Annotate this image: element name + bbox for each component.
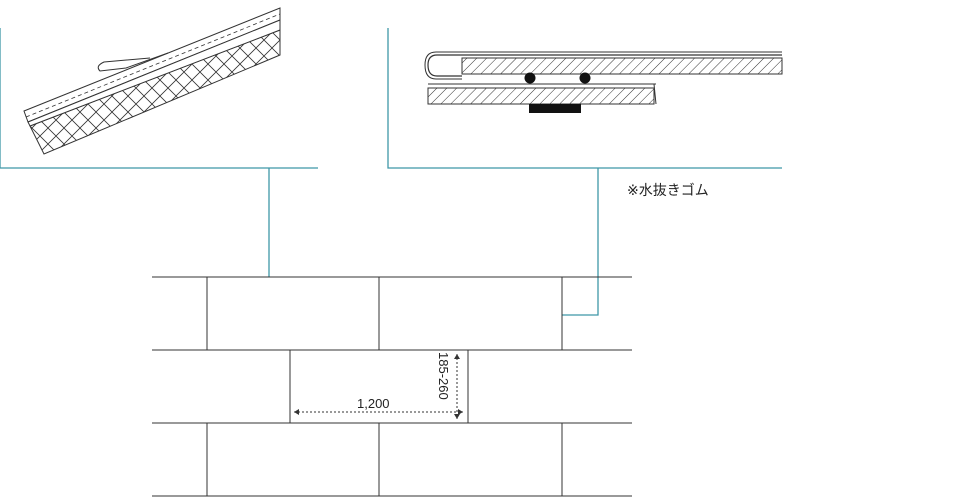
height-dimension: 185-260 xyxy=(436,352,460,419)
right-detail-leader xyxy=(562,168,599,316)
left-detail-frame xyxy=(0,28,318,169)
dashed-membrane-line xyxy=(25,13,281,118)
height-dimension-label: 185-260 xyxy=(436,352,451,400)
upper-panel xyxy=(461,57,783,75)
lap-joint xyxy=(97,52,169,72)
drain-rubber xyxy=(529,104,581,113)
round-gasket-2 xyxy=(579,72,591,84)
lower-sheet-edge xyxy=(653,83,657,105)
width-dimension: 1,200 xyxy=(294,396,463,415)
roof-slope-section xyxy=(23,7,281,155)
mid-sheet xyxy=(27,19,281,127)
right-detail-frame xyxy=(387,28,782,169)
folded-sheet-inner xyxy=(424,51,782,80)
panel-layout-plan xyxy=(152,276,632,497)
insulation-layer xyxy=(29,29,281,155)
round-gasket-1 xyxy=(524,72,536,84)
drain-rubber-note: ※水抜きゴム xyxy=(627,182,709,199)
folded-sheet xyxy=(427,54,782,77)
width-dimension-label: 1,200 xyxy=(357,396,390,411)
joint-section xyxy=(424,51,783,113)
lower-panel xyxy=(427,87,655,105)
